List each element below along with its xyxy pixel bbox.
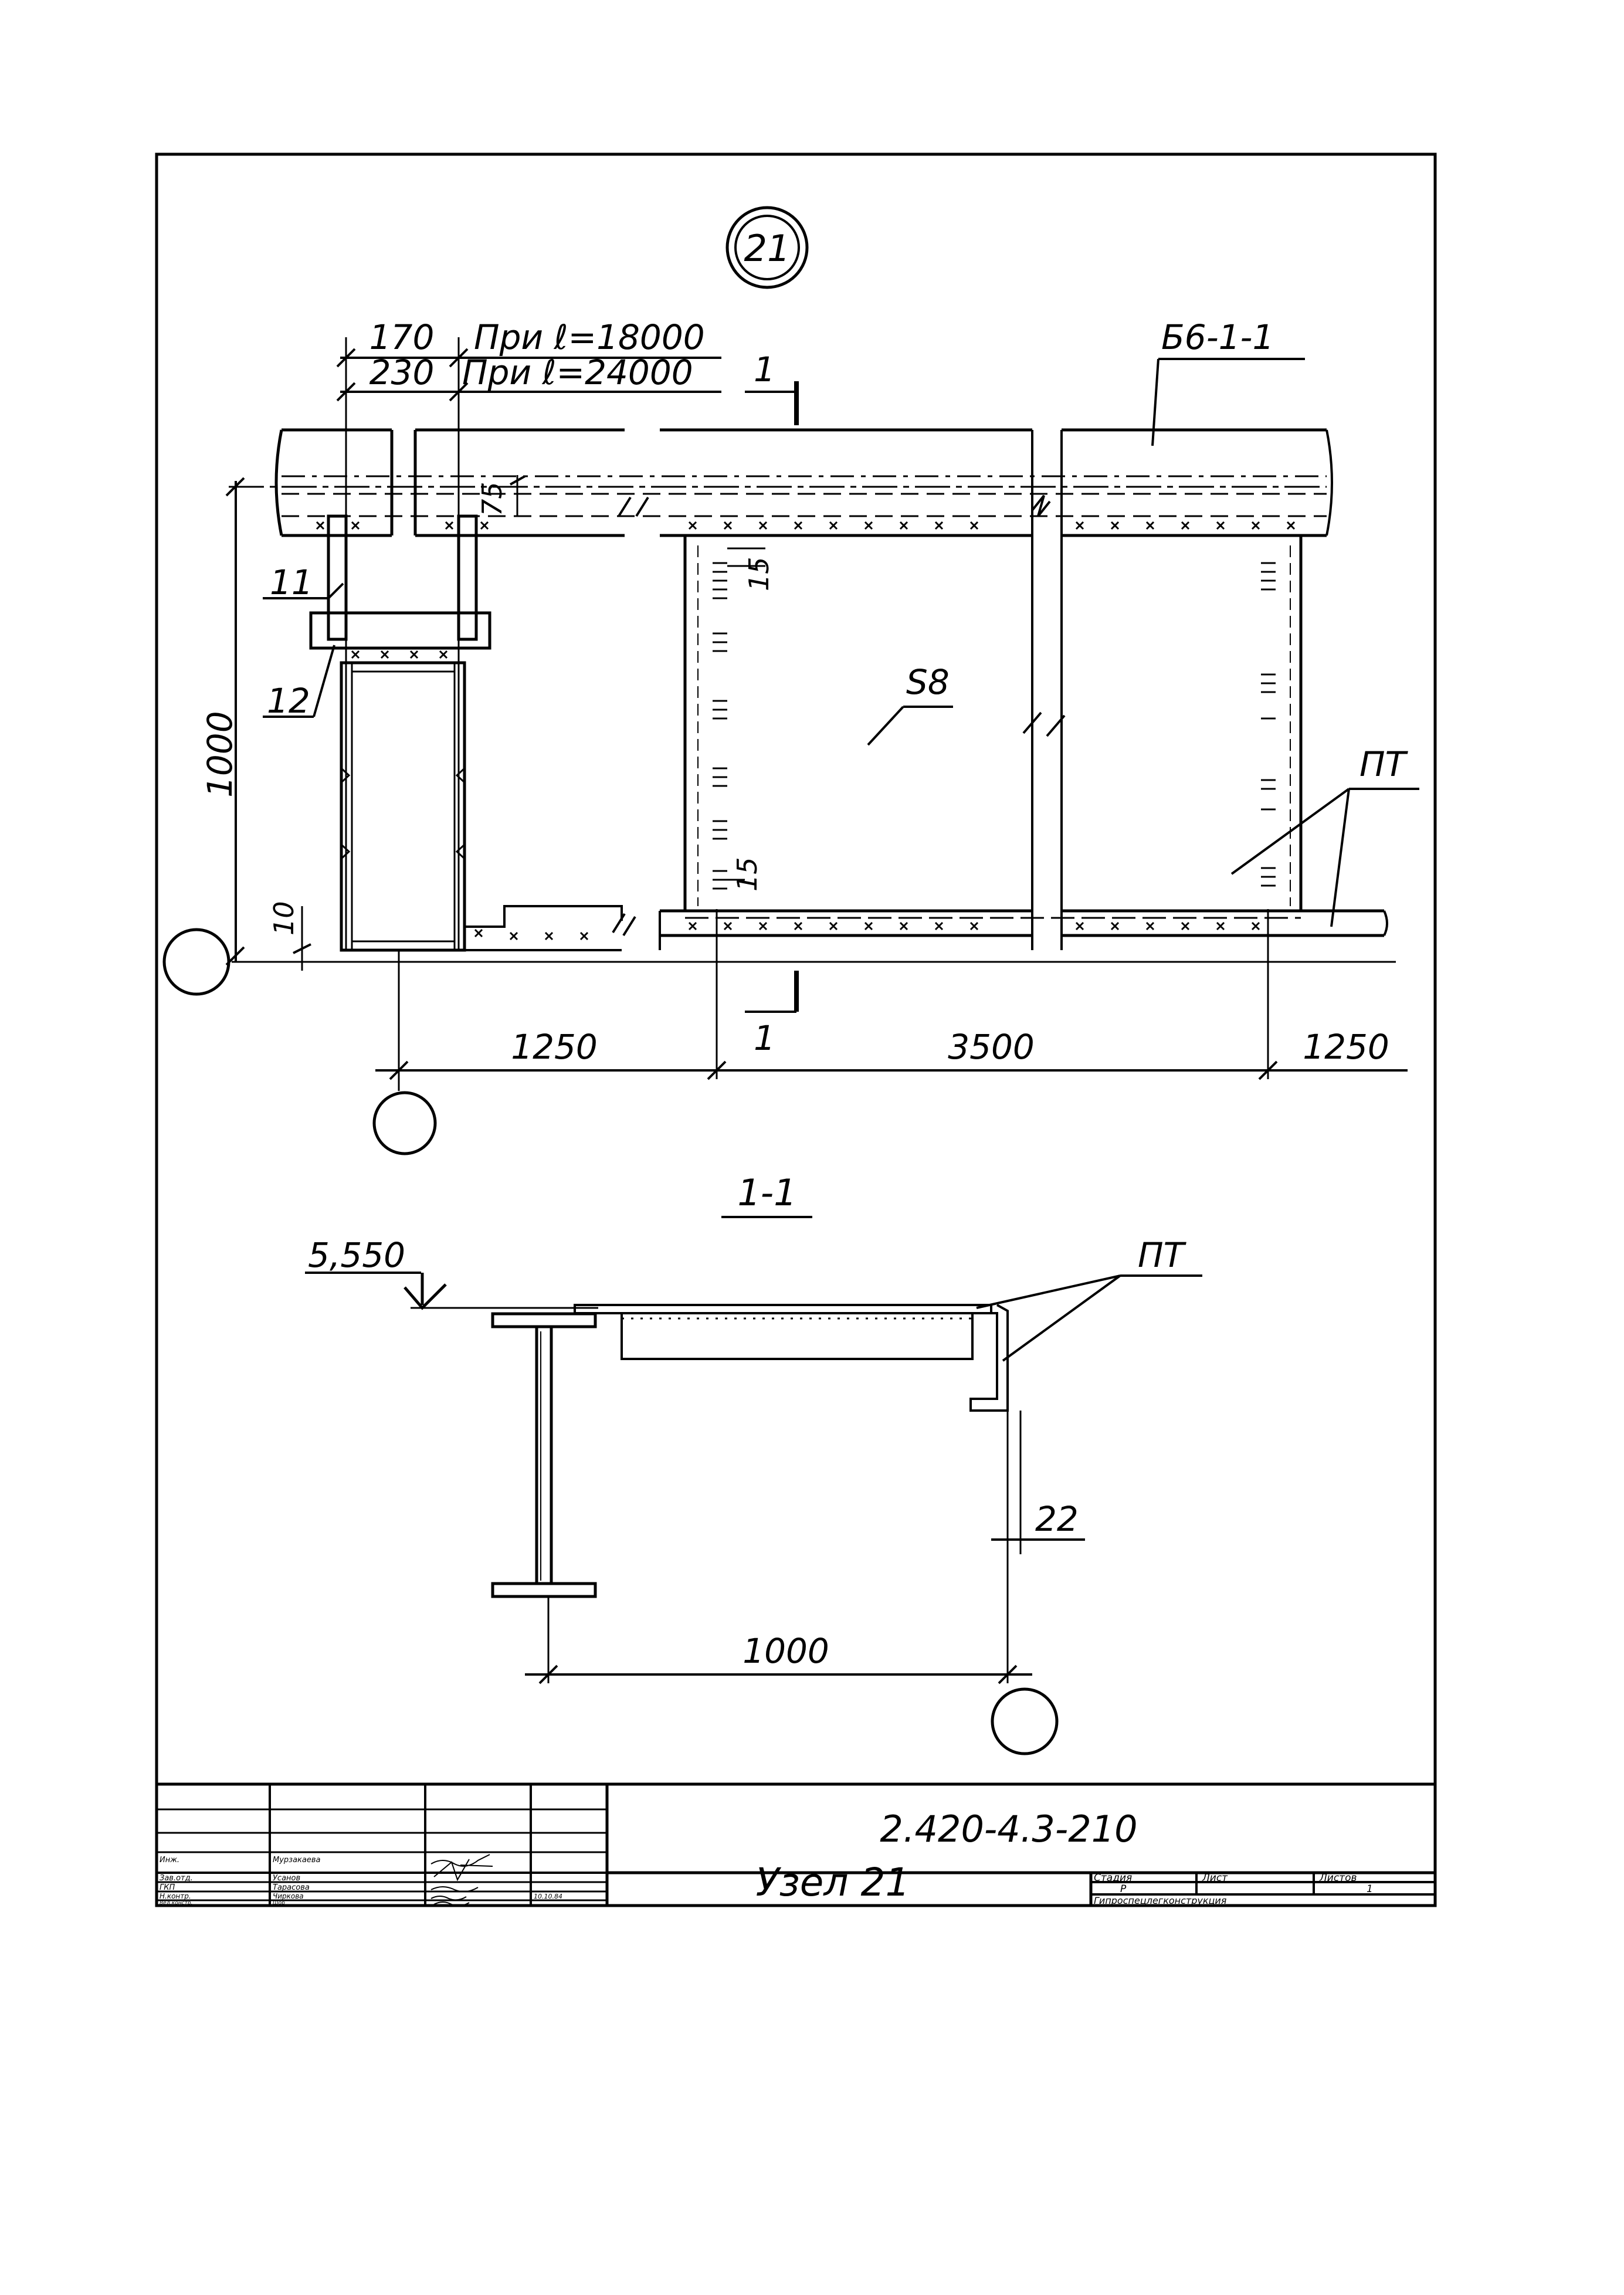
node-marker: 21	[725, 206, 809, 289]
note-l-18000: При ℓ=18000	[474, 317, 705, 357]
top-dimensions	[336, 337, 721, 950]
role-4: Инж.	[160, 1856, 179, 1865]
weld-marks	[316, 521, 1296, 941]
dim-1000-vertical: 1000	[200, 711, 240, 798]
dim-10: 10	[268, 901, 300, 935]
sheet-header: Лист	[1202, 1872, 1228, 1884]
name-0: Усанов	[273, 1874, 300, 1883]
name-2: Чиркова	[273, 1892, 304, 1900]
section-view: 1-1 5,550 ПТ 22	[305, 1171, 1202, 1755]
dim-170: 170	[369, 317, 435, 357]
stage-value: Р	[1120, 1883, 1127, 1895]
title-block: 2.420-4.3-210 Узел 21 Стадия Лист Листов…	[157, 1782, 1435, 1907]
section-mark-bottom-number: 1	[754, 1018, 775, 1058]
dim-3500: 3500	[948, 1027, 1035, 1067]
pt-label-plan: ПТ	[1359, 744, 1409, 784]
signature-chirkova	[430, 1896, 467, 1901]
organization: Гипроспецлегконструкция	[1094, 1895, 1227, 1906]
section-mark-top: 1	[745, 350, 799, 425]
sheets-header: Листов	[1319, 1872, 1357, 1884]
deck-plate-section	[574, 1304, 1009, 1412]
name-1: Тарасова	[273, 1883, 310, 1892]
name-4: Мурзакаева	[273, 1856, 321, 1865]
section-mark-bottom: 1	[745, 971, 799, 1058]
dim-75: 75	[476, 482, 508, 516]
beam-b6-1-1	[229, 428, 1333, 950]
signature-usanov	[433, 1859, 493, 1882]
axis-bubble-bottom	[372, 1091, 437, 1155]
sheets-value: 1	[1367, 1883, 1373, 1895]
stiffener-ticks-left	[713, 562, 727, 890]
signature-tarasova	[430, 1886, 479, 1893]
pt-label-section: ПТ	[1138, 1235, 1187, 1275]
section-mark-top-number: 1	[754, 350, 775, 389]
role-1: ГКП	[160, 1883, 175, 1892]
role-3: Вед.констр.	[160, 1900, 192, 1906]
dim-1000-section: 1000	[743, 1631, 829, 1671]
axis-bubble-left	[162, 928, 230, 996]
dim-15-bottom: 15	[731, 857, 763, 891]
i-beam-section	[491, 1312, 597, 1598]
bottom-clip	[465, 905, 623, 951]
name-3: Шор	[273, 1900, 285, 1906]
bottom-dimensions	[375, 909, 1408, 1091]
axis-bubble-section	[991, 1687, 1059, 1755]
dim-1250-left: 1250	[511, 1027, 598, 1067]
role-2: Н.контр.	[160, 1892, 191, 1900]
stiffener-ticks-right	[1261, 562, 1276, 887]
column-profile	[340, 661, 466, 952]
dim-22: 22	[1035, 1499, 1079, 1539]
part-12-label: 12	[267, 681, 310, 721]
gusset-part-11	[309, 514, 491, 650]
role-0: Зав.отд.	[160, 1874, 193, 1883]
node-marker-number: 21	[744, 227, 791, 270]
part-11-label: 11	[270, 562, 313, 602]
section-title: 1-1	[737, 1171, 796, 1214]
plan-view: 170 При ℓ=18000 230 При ℓ=24000 1 Б6-1-1	[162, 317, 1419, 1155]
note-l-24000: При ℓ=24000	[462, 352, 693, 392]
stage-header: Стадия	[1094, 1872, 1132, 1884]
beam-label: Б6-1-1	[1161, 317, 1274, 357]
sheet-frame	[155, 152, 1437, 1907]
date-2: 10.10.84	[534, 1893, 562, 1900]
floor-plate-s8	[612, 535, 1388, 950]
signature-shor	[433, 1901, 470, 1907]
elevation-value: 5,550	[308, 1235, 405, 1275]
drawing-name: Узел 21	[755, 1860, 910, 1905]
document-code: 2.420-4.3-210	[880, 1808, 1137, 1850]
dim-1250-right: 1250	[1303, 1027, 1389, 1067]
dim-15-top: 15	[743, 557, 775, 591]
signature-murzakaeva	[430, 1854, 490, 1867]
dim-230: 230	[369, 352, 435, 392]
plate-s8-label: S8	[906, 662, 950, 702]
